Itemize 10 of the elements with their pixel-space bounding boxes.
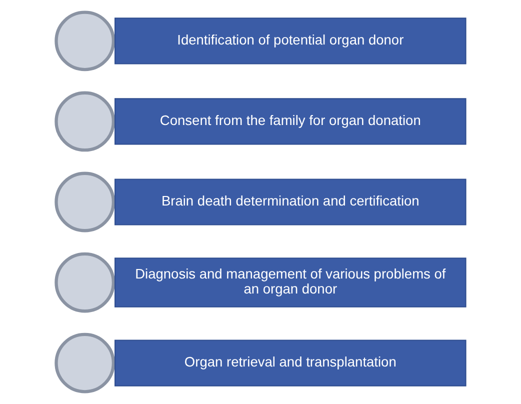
node-box: Consent from the family for organ donation <box>114 98 466 145</box>
node-box: Brain death determination and certification <box>114 178 466 226</box>
node-circle <box>54 172 115 232</box>
node-circle <box>54 10 115 72</box>
node-circle <box>54 252 115 313</box>
node-box: Identification of potential organ donor <box>114 18 466 64</box>
node-box: Organ retrieval and transplantation <box>114 340 466 386</box>
node-box: Diagnosis and management of various problems of an organ donor <box>114 258 466 308</box>
node-circle <box>54 332 115 394</box>
node-circle <box>54 91 115 152</box>
